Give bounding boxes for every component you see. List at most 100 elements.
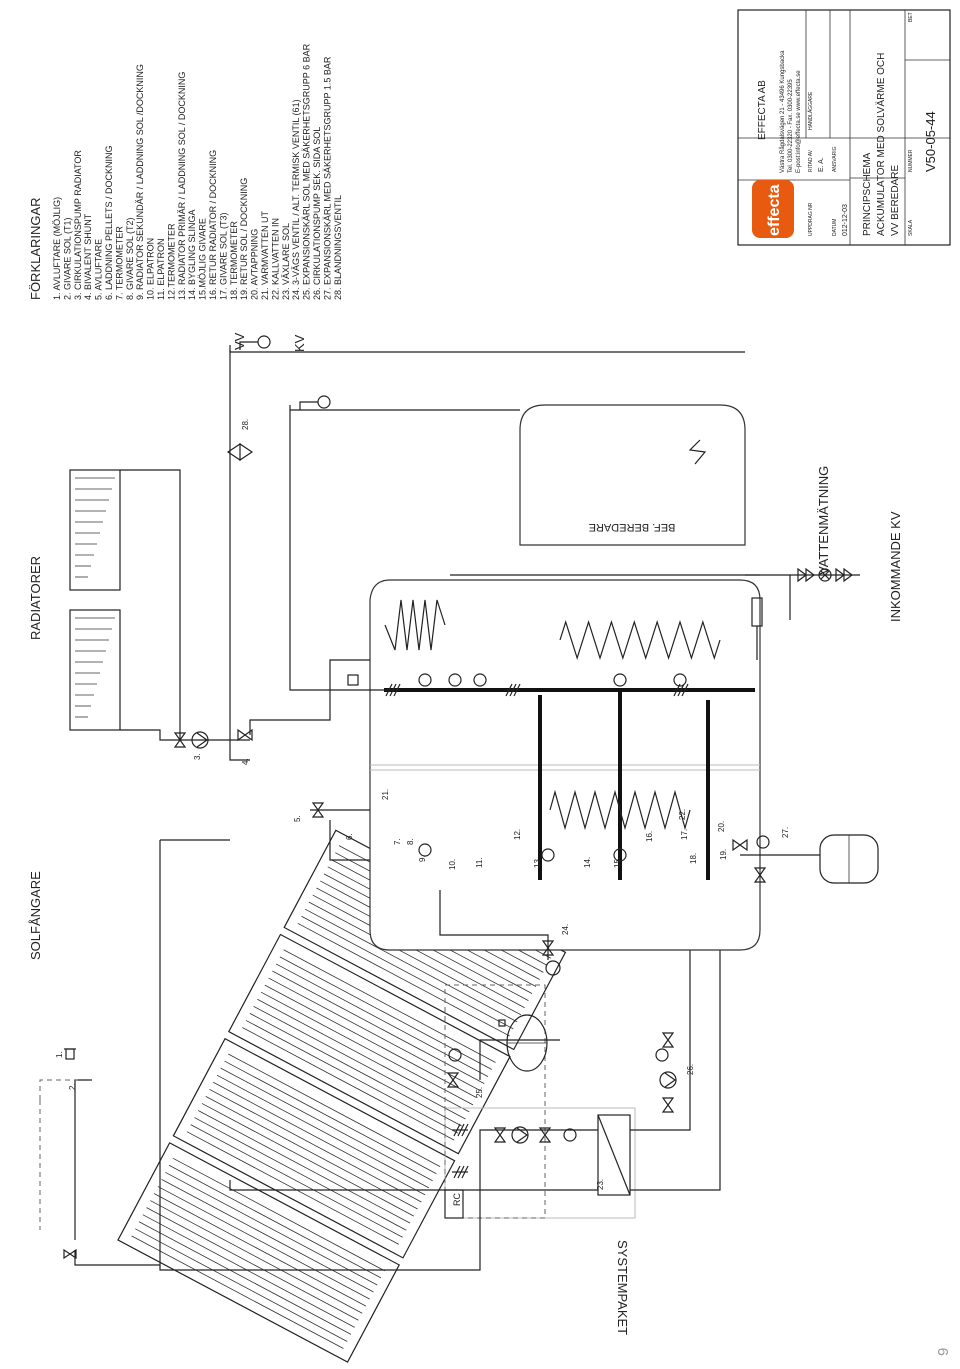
legend-item: 9. RADIATOR SEKUNDÄR / LADDNING SOL /DOC… <box>135 64 145 300</box>
component-number: 12. <box>513 829 522 840</box>
tank-port <box>418 673 432 687</box>
company-address: Västra Rågdalsvägen 21 - 43496 Kungsback… <box>779 50 786 173</box>
legend-item: 11. ELPATRON <box>156 238 166 300</box>
hot-from-heater <box>229 345 745 353</box>
component-number: 10. <box>448 859 457 870</box>
solar-coil <box>549 789 691 831</box>
hot-water-coil-upper <box>559 620 721 660</box>
value-date: 012-12-03 <box>842 204 849 236</box>
title-block: effecta EFFECTA AB Västra Rågdalsvägen 2… <box>737 9 951 246</box>
solar-air-vent-pipe <box>74 1079 92 1240</box>
legend-item: 14. BYGLING SLINGA <box>187 209 197 300</box>
hash-fitting <box>384 683 401 697</box>
component-number: 7. <box>393 838 402 845</box>
component-number: 23. <box>596 1179 605 1190</box>
label-responsible: ANSVARIG <box>832 146 838 172</box>
component-number: 22. <box>678 809 687 820</box>
component-number: 21. <box>381 789 390 800</box>
system-package-dashed-boundary <box>444 984 546 1219</box>
hot-water-coil-lower <box>384 599 446 651</box>
air-vent-1 <box>64 1048 76 1060</box>
manometer-26 <box>655 1048 669 1062</box>
component-number: 14. <box>583 857 592 868</box>
solar-collectors-label: SOLFÅNGARE <box>28 871 43 960</box>
label-drawn-by: RITAD AV <box>808 149 814 172</box>
component-number: 6. <box>345 833 354 840</box>
drawing-title-1: PRINCIPSCHEMA <box>862 152 873 236</box>
legend-item: 25. EXPANSIONSKÄRL SOL MED SÄKERHETSGRUP… <box>302 43 312 300</box>
air-vent-bottom <box>63 1248 77 1260</box>
legend-item: 12.TERMOMETER <box>166 223 176 300</box>
component-number: 16. <box>645 831 654 842</box>
legend-item: 18. TERMOMETER <box>229 221 239 300</box>
component-number: 19. <box>719 849 728 860</box>
radiator-bottom-link <box>120 729 180 741</box>
hot-water-label: VV <box>232 332 247 350</box>
solar-collector-panel <box>117 1142 401 1363</box>
legend-item: 8. GIVARE SOL (T2) <box>125 217 135 300</box>
component-number: 2. <box>68 1083 77 1090</box>
legend-item: 28. BLANDNINGSVENTIL <box>333 195 343 300</box>
secondary-supply-pipe <box>630 950 691 1131</box>
legend-item: 10. ELPATRON <box>146 238 156 300</box>
pellet-loading-pipe <box>329 820 370 861</box>
lightning-icon <box>688 439 707 465</box>
component-number: 8. <box>406 838 415 845</box>
expansion-vessel-solar <box>498 1014 548 1072</box>
component-number: 25. <box>475 1087 484 1098</box>
air-vent-valve-5 <box>311 802 325 818</box>
legend-item: 22. KALLVATTEN IN <box>270 218 280 300</box>
solar-supply-pipe <box>74 840 161 1266</box>
legend-item: 5. AVLUFTARE <box>94 239 104 300</box>
pipe-to-radiator <box>329 659 370 680</box>
solar-heat-exchanger <box>597 1114 631 1196</box>
valve-20 <box>732 838 748 852</box>
tank-port <box>613 848 627 862</box>
legend-item: 1. AVLUFTARE (MÖJLIG) <box>52 197 62 300</box>
legend-item: 20. AVTAPPNING <box>250 229 260 300</box>
legend-item: 15.MÖJLIG GIVARE <box>198 218 208 300</box>
tank-port <box>541 848 555 862</box>
sensor-cable-t1 <box>39 1079 78 1100</box>
component-number: 15. <box>613 857 622 868</box>
component-number: 1. <box>55 1051 64 1058</box>
shunt-pipe <box>249 680 331 735</box>
incoming-cold-label: INKOMMANDE KV <box>888 511 903 622</box>
expansion-vessel-27 <box>819 834 879 884</box>
radiators-label: RADIATORER <box>28 556 43 640</box>
legend-item: 16. RETUR RADIATOR / DOCKNING <box>208 150 218 300</box>
cold-water-label: KV <box>292 334 307 352</box>
pump-package <box>511 1126 529 1144</box>
drawing-title-3: VV BEREDARE <box>890 165 901 236</box>
legend-item: 4. BIVALENT SHUNT <box>83 213 93 300</box>
radiator-return-pipe <box>179 720 250 741</box>
radiator-top-link <box>120 469 181 720</box>
cold-to-heater <box>289 405 520 411</box>
legend-item: 3. CIRKULATIONSPUMP RADIATOR <box>73 150 83 300</box>
cold-water-pipe <box>289 410 384 691</box>
hot-water-tap <box>239 335 271 350</box>
legend-item: 7. TERMOMETER <box>114 226 124 300</box>
value-number: V50-05-44 <box>923 111 938 172</box>
expansion-line <box>479 1039 560 1080</box>
legend-item: 2. GIVARE SOL (T1) <box>62 217 72 300</box>
cold-water-tap <box>299 395 331 410</box>
package-valve <box>538 1127 552 1143</box>
value-drawn-by: E. A. <box>818 157 825 172</box>
package-valve <box>493 1127 507 1143</box>
check-valve-26 <box>661 1032 675 1048</box>
existing-water-heater <box>519 404 746 546</box>
company-phone: Tel. 0300-22320 - Fax. 0300-22395 <box>788 79 794 173</box>
label-number: NUMMER <box>908 149 914 172</box>
component-number: 11. <box>475 857 484 868</box>
legend-item: 27. EXPANSIONSKÄRL MED SÄKERHETSGRUPP 1.… <box>322 56 332 300</box>
solar-collector-panel <box>227 933 511 1155</box>
legend-item: 6. LADDNING PELLETS / DOCKNING <box>104 145 114 300</box>
label-date: DATUM <box>832 219 838 236</box>
component-number: 28. <box>241 419 250 430</box>
mixing-valve-28 <box>226 442 254 462</box>
component-number: 4. <box>241 758 250 765</box>
legend-title: FÖRKLARINGAR <box>28 197 43 300</box>
